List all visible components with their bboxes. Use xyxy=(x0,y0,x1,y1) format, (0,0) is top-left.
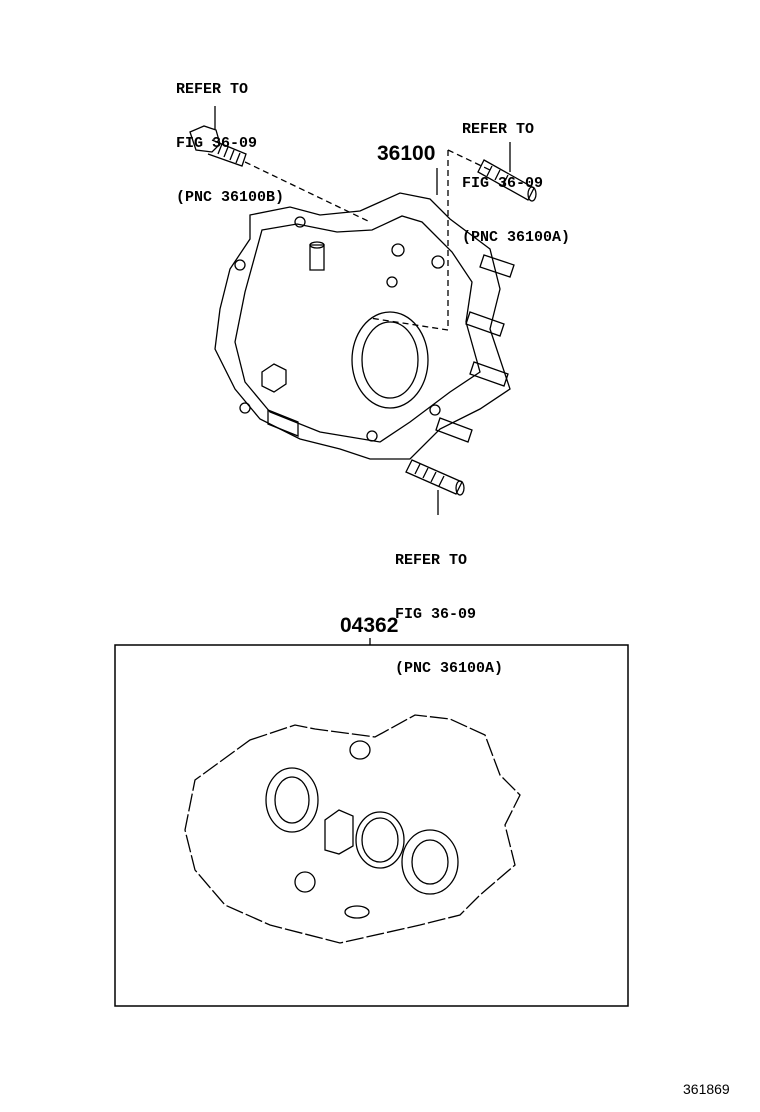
stud-36100a-top[interactable] xyxy=(477,159,537,202)
callout-line: REFER TO xyxy=(176,81,249,98)
callout-line: (PNC 36100A) xyxy=(462,229,571,246)
callout-line: REFER TO xyxy=(462,121,535,138)
callout-line: FIG 36-09 xyxy=(176,135,258,152)
callout-line: FIG 36-09 xyxy=(395,606,477,623)
figure-id: 361869 xyxy=(683,1081,730,1097)
part-number-04362[interactable]: 04362 xyxy=(340,614,399,637)
callout-line: (PNC 36100B) xyxy=(176,189,285,206)
stud-36100a-bottom[interactable] xyxy=(405,459,465,496)
callout-line: FIG 36-09 xyxy=(462,175,544,192)
part-number-36100[interactable]: 36100 xyxy=(377,142,436,165)
transfer-case-housing[interactable] xyxy=(214,192,511,460)
bolt-36100b[interactable] xyxy=(189,125,247,167)
callout-stud-ref-top[interactable]: REFER TO FIG 36-09 (PNC 36100A) xyxy=(462,85,570,265)
callout-bolt-ref[interactable]: REFER TO FIG 36-09 (PNC 36100B) xyxy=(176,45,284,225)
gasket-kit-frame xyxy=(114,644,629,1007)
studs-right xyxy=(435,254,515,443)
callout-stud-ref-bottom[interactable]: REFER TO FIG 36-09 (PNC 36100A) xyxy=(395,516,503,696)
callout-line: (PNC 36100A) xyxy=(395,660,504,677)
gasket-kit-contents[interactable] xyxy=(184,714,521,944)
callout-line: REFER TO xyxy=(395,552,468,569)
